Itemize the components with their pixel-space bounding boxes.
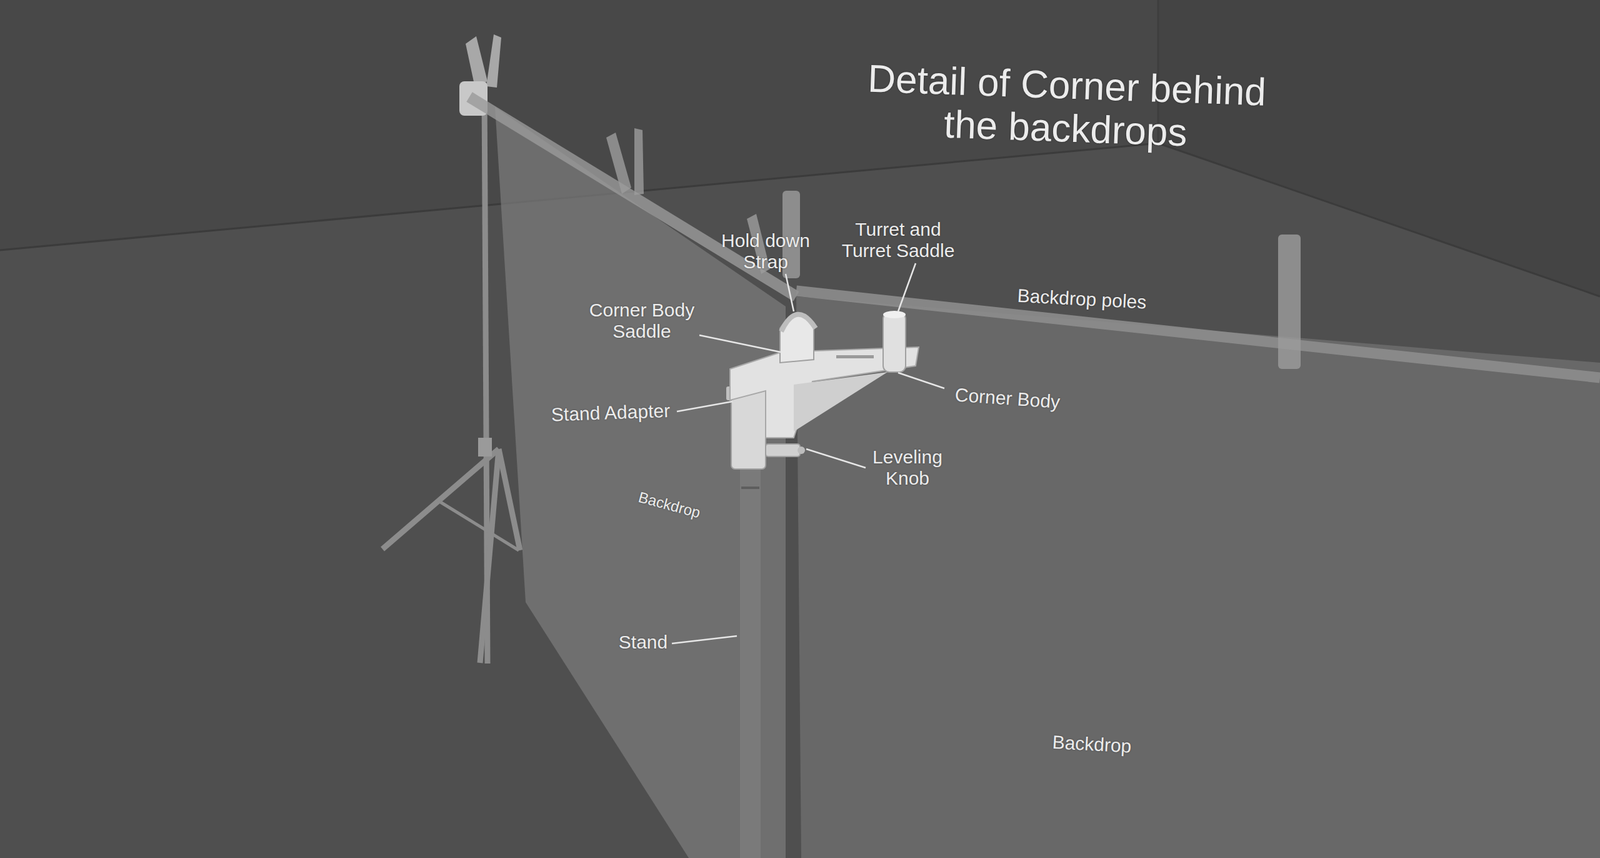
turret-top (883, 310, 906, 319)
part-label: Backdrop (1051, 731, 1132, 757)
diagram-title: Detail of Corner behind the backdrops (865, 56, 1268, 157)
wall-floor-edge (1158, 143, 1600, 297)
corner-body-gusset (793, 371, 888, 432)
turret (883, 312, 906, 372)
stand-joint (741, 486, 760, 489)
backdrop-pole (796, 290, 1600, 378)
stand-collar (478, 437, 492, 457)
part-label: Leveling Knob (863, 446, 952, 489)
spring-clamp (606, 128, 1301, 369)
right-backdrop (796, 296, 1600, 858)
leveling-knob (765, 443, 800, 457)
corner-body-slot (836, 355, 874, 359)
part-label: Corner Body Saddle (584, 299, 700, 342)
hold-down-strap (781, 314, 816, 332)
left-backdrop (495, 106, 786, 858)
part-label: Hold down Strap (711, 230, 821, 272)
leveling-knob-head (797, 446, 805, 454)
part-label: Stand (618, 631, 668, 653)
part-label: Turret and Turret Saddle (834, 218, 963, 261)
right-wall (1158, 0, 1600, 297)
part-label: Stand Adapter (550, 400, 670, 425)
